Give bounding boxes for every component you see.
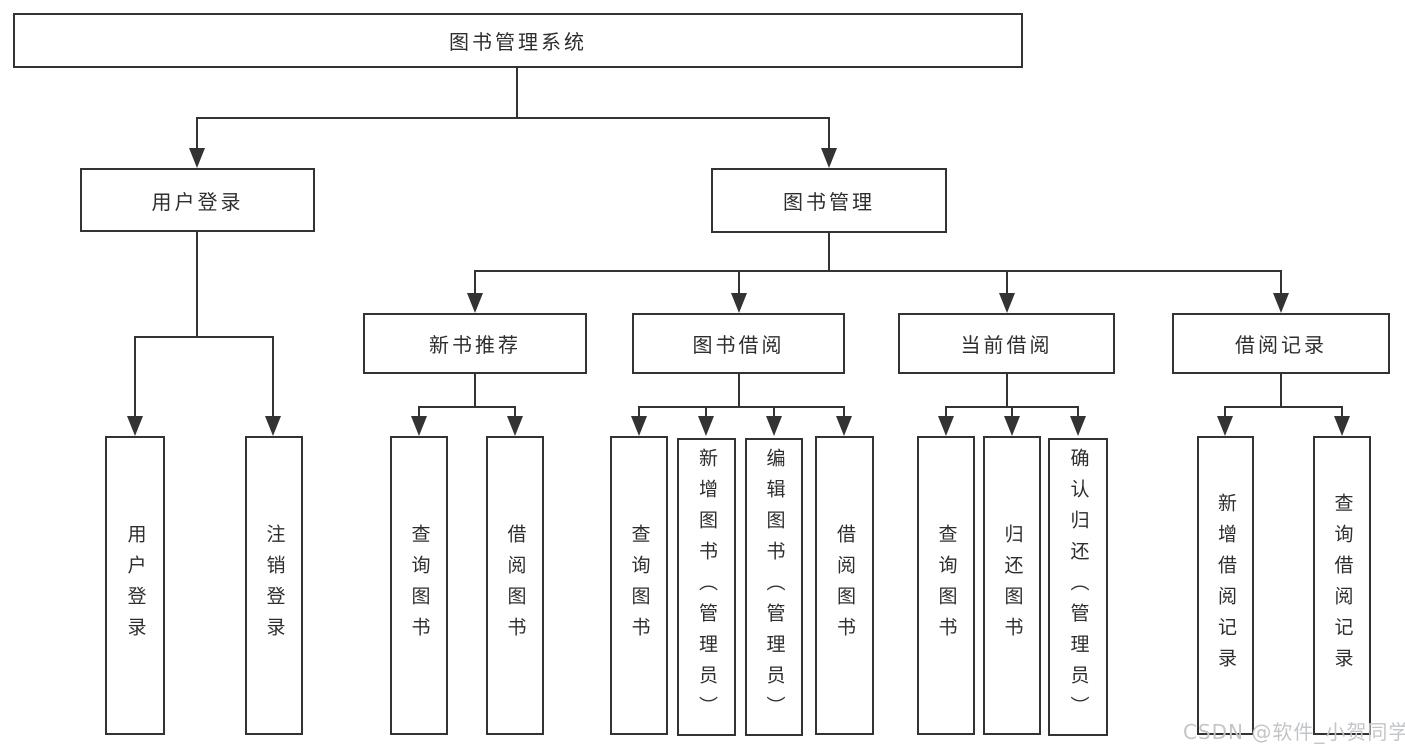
connector-vline xyxy=(196,232,198,337)
leaf-user-login: 用户登录 xyxy=(105,436,165,735)
connector-vline xyxy=(738,270,740,295)
connector-vline xyxy=(516,68,518,118)
arrow-down-icon xyxy=(631,416,647,436)
arrow-down-icon xyxy=(127,416,143,436)
connector-vline xyxy=(134,336,136,417)
leaf-query-books-current: 查询图书 xyxy=(917,436,975,735)
arrow-down-icon xyxy=(1334,416,1350,436)
connector-vline xyxy=(945,406,947,418)
leaf-query-borrow-record: 查询借阅记录 xyxy=(1313,436,1371,735)
leaf-borrow-books-borrowing: 借阅图书 xyxy=(815,436,874,735)
arrow-down-icon xyxy=(938,416,954,436)
connector-vline xyxy=(418,406,420,418)
arrow-down-icon xyxy=(1217,416,1233,436)
node-library-system-root: 图书管理系统 xyxy=(13,13,1023,68)
connector-vline xyxy=(1011,406,1013,418)
leaf-confirm-return-admin: 确认归还（管理员） xyxy=(1048,438,1108,736)
leaf-logout: 注销登录 xyxy=(245,436,303,735)
connector-vline xyxy=(474,270,476,295)
arrow-down-icon xyxy=(821,148,837,168)
node-current-borrowing: 当前借阅 xyxy=(898,313,1115,374)
connector-hline xyxy=(196,117,830,119)
leaf-add-books-admin: 新增图书（管理员） xyxy=(677,438,736,736)
arrow-down-icon xyxy=(411,416,427,436)
connector-vline xyxy=(738,374,740,407)
connector-vline xyxy=(705,406,707,418)
arrow-down-icon xyxy=(999,293,1015,313)
leaf-query-books-borrowing: 查询图书 xyxy=(610,436,668,735)
arrow-down-icon xyxy=(467,293,483,313)
arrow-down-icon xyxy=(507,416,523,436)
connector-vline xyxy=(1280,270,1282,295)
leaf-return-books: 归还图书 xyxy=(983,436,1041,735)
connector-vline xyxy=(1224,406,1226,418)
node-book-management: 图书管理 xyxy=(711,168,947,233)
arrow-down-icon xyxy=(731,293,747,313)
arrow-down-icon xyxy=(1070,416,1086,436)
connector-vline xyxy=(843,406,845,418)
arrow-down-icon xyxy=(1273,293,1289,313)
arrow-down-icon xyxy=(1004,416,1020,436)
arrow-down-icon xyxy=(836,416,852,436)
arrow-down-icon xyxy=(265,416,281,436)
connector-vline xyxy=(1077,406,1079,418)
leaf-query-books-recommend: 查询图书 xyxy=(390,436,448,735)
arrow-down-icon xyxy=(766,416,782,436)
csdn-watermark: CSDN @软件_小贺同学 xyxy=(1183,720,1405,744)
connector-vline xyxy=(1341,406,1343,418)
connector-vline xyxy=(773,406,775,418)
connector-hline xyxy=(134,336,274,338)
connector-vline xyxy=(272,336,274,417)
connector-vline xyxy=(828,117,830,151)
connector-vline xyxy=(196,117,198,151)
connector-vline xyxy=(638,406,640,418)
connector-vline xyxy=(828,233,830,271)
arrow-down-icon xyxy=(698,416,714,436)
node-user-login: 用户登录 xyxy=(80,168,315,232)
leaf-add-borrow-record: 新增借阅记录 xyxy=(1197,436,1254,735)
connector-vline xyxy=(1006,374,1008,407)
arrow-down-icon xyxy=(189,148,205,168)
connector-vline xyxy=(514,406,516,418)
connector-vline xyxy=(1280,374,1282,407)
connector-hline xyxy=(638,406,844,408)
node-book-borrowing: 图书借阅 xyxy=(632,313,845,374)
node-new-book-recommendation: 新书推荐 xyxy=(363,313,587,374)
connector-hline xyxy=(418,406,515,408)
connector-vline xyxy=(1006,270,1008,295)
node-borrowing-records: 借阅记录 xyxy=(1172,313,1390,374)
connector-vline xyxy=(474,374,476,407)
connector-hline xyxy=(474,270,1281,272)
connector-hline xyxy=(1224,406,1342,408)
leaf-borrow-books-recommend: 借阅图书 xyxy=(486,436,544,735)
leaf-edit-books-admin: 编辑图书（管理员） xyxy=(745,438,803,736)
